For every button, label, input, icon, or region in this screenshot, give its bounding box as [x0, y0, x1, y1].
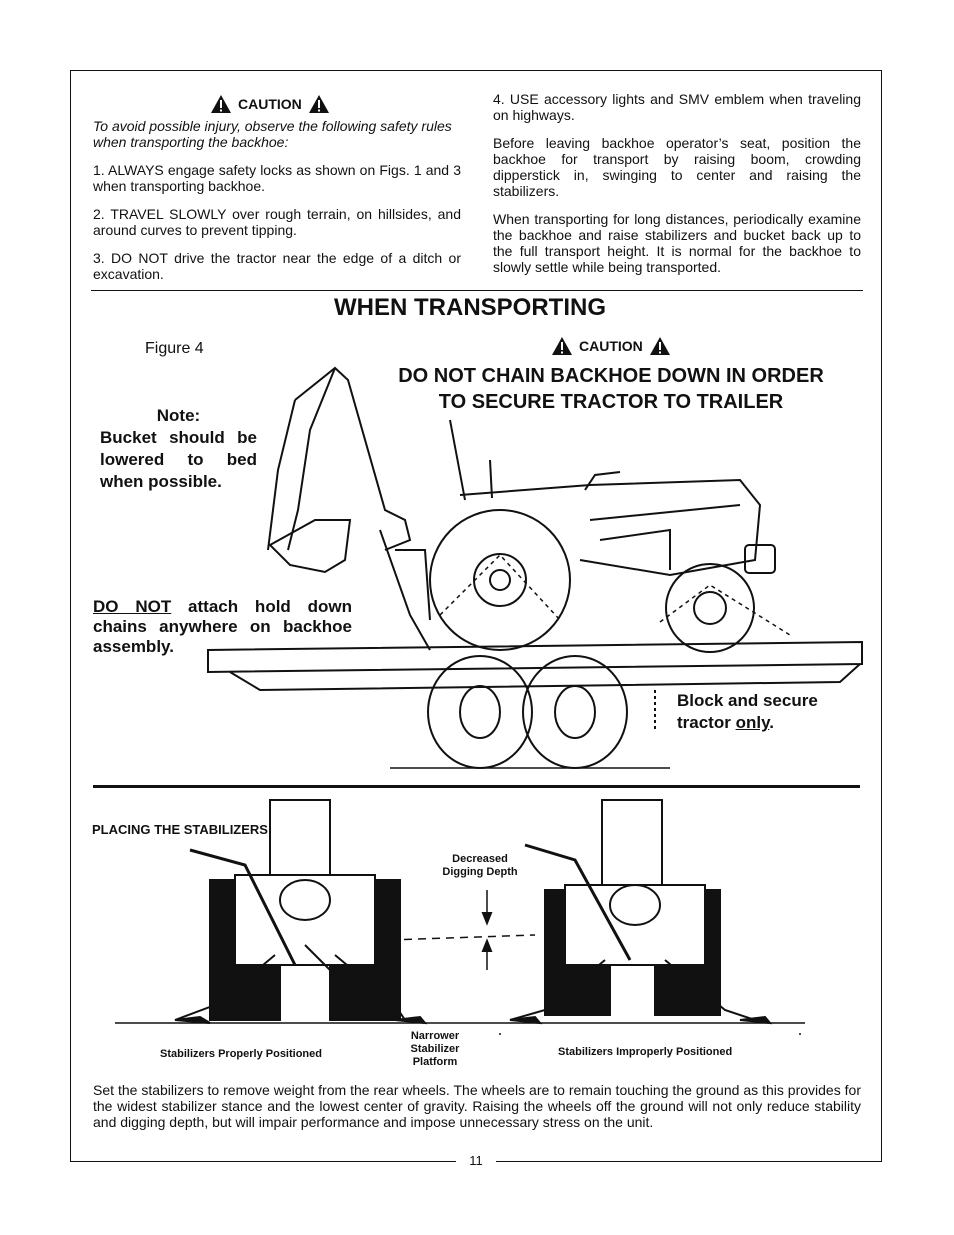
- caution-header-figure: CAUTION: [551, 336, 671, 356]
- block-period: .: [769, 713, 774, 732]
- stabilizers-body-text: Set the stabilizers to remove weight fro…: [93, 1082, 861, 1130]
- do-not-attach-note: DO NOT attach hold down chains anywhere …: [93, 597, 352, 657]
- front-wheel: [665, 563, 755, 653]
- caution-label: CAUTION: [238, 96, 302, 112]
- figure-label: Figure 4: [145, 340, 204, 357]
- rear-wheel: [429, 509, 571, 651]
- caution-rule-3: 3. DO NOT drive the tractor near the edg…: [93, 250, 461, 282]
- warning-triangle-icon: [649, 337, 670, 355]
- caution-warning-line-2: TO SECURE TRACTOR TO TRAILER: [438, 391, 784, 413]
- caution-rule-2: 2. TRAVEL SLOWLY over rough terrain, on …: [93, 206, 461, 238]
- label-decreased-digging-depth: Decreased Digging Depth: [442, 853, 518, 878]
- tractor-on-trailer-illustration: [207, 366, 863, 769]
- section-title: WHEN TRANSPORTING: [334, 294, 606, 321]
- warning-triangle-icon: [552, 337, 572, 355]
- only-emphasis: only: [735, 713, 770, 732]
- do-not-text: attach hold down chains anywhere on back…: [93, 597, 353, 656]
- note-block: Note: Bucket should be lowered to bed wh…: [100, 405, 257, 493]
- caution-header-top: CAUTION: [210, 94, 330, 114]
- label-narrower-platform: Narrower Stabilizer Platform: [410, 1030, 460, 1068]
- caution-label: CAUTION: [579, 338, 643, 354]
- caution-rule-1: 1. ALWAYS engage safety locks as shown o…: [93, 162, 461, 194]
- transport-paragraph-1: Before leaving backhoe operator’s seat, …: [493, 135, 861, 199]
- label-improperly-positioned: Stabilizers Improperly Positioned: [558, 1046, 733, 1058]
- rule-4: 4. USE accessory lights and SMV emblem w…: [493, 91, 861, 123]
- warning-triangle-icon: [308, 95, 329, 113]
- label-properly-positioned: Stabilizers Properly Positioned: [160, 1048, 322, 1060]
- note-title: Note:: [156, 406, 201, 425]
- trailer-bed: [207, 640, 863, 674]
- transport-paragraph-2: When transporting for long distances, pe…: [493, 211, 861, 275]
- stabilizers-heading: PLACING THE STABILIZERS: [92, 822, 268, 837]
- page-number: 11: [456, 1153, 496, 1168]
- trailer-wheel: [522, 655, 628, 769]
- section-divider: [93, 785, 860, 788]
- block-text: Block and secure tractor: [677, 691, 818, 732]
- warning-triangle-icon: [211, 95, 231, 113]
- caution-warning-text: DO NOT CHAIN BACKHOE DOWN IN ORDER TO SE…: [372, 363, 850, 415]
- stabilizer-comparison-illustration: [115, 799, 805, 1035]
- do-not-emphasis: DO NOT: [93, 597, 172, 616]
- block-and-secure-note: Block and secure tractor only.: [677, 690, 847, 734]
- note-body: Bucket should be lowered to bed when pos…: [100, 428, 257, 491]
- caution-intro: To avoid possible injury, observe the fo…: [93, 118, 452, 150]
- caution-warning-line-1: DO NOT CHAIN BACKHOE DOWN IN ORDER: [398, 365, 824, 387]
- trailer-wheel: [427, 655, 533, 769]
- divider: [91, 290, 863, 291]
